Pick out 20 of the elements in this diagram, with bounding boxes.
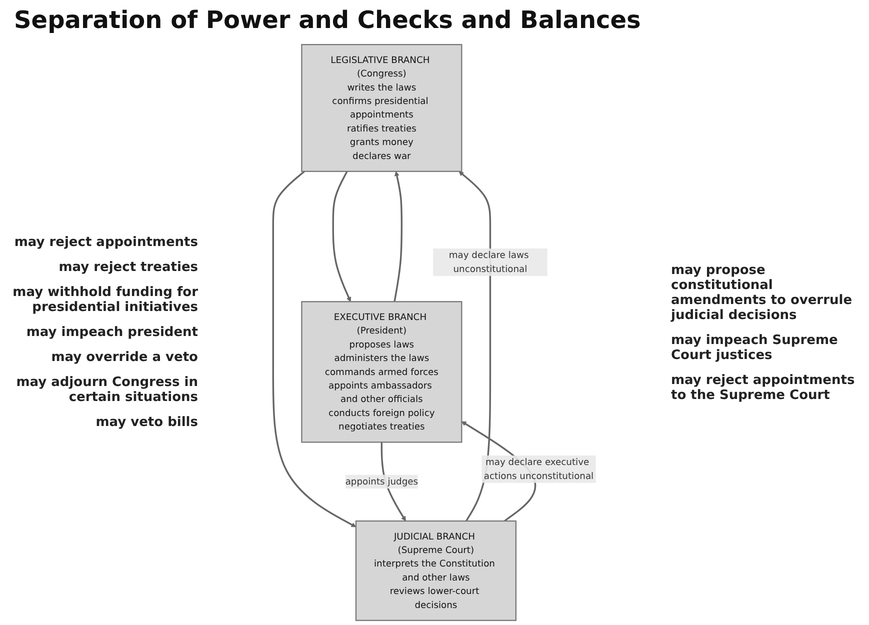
node-box: EXECUTIVE BRANCH (President) proposes laws administers the laws commands armed forces appoints ambassadors and other officials conducts foreign policy negotiates treaties xyxy=(301,301,462,443)
check-note: may reject treaties xyxy=(58,260,198,275)
check-note: may withhold funding for presidential initiatives xyxy=(12,285,198,315)
check-note: may impeach Supreme Court justices xyxy=(671,332,839,362)
node-box: LEGISLATIVE BRANCH (Congress) writes the laws confirms presidential appointments ratifies treaties grants money declares war xyxy=(301,44,462,172)
check-note: may reject appointments to the Supreme Court xyxy=(671,372,856,402)
check-note: may override a veto xyxy=(50,350,198,365)
edge-label: may declare laws unconstitutional xyxy=(448,250,529,274)
node-box: JUDICIAL BRANCH (Supreme Court) interprets the Constitution and other laws reviews lower-court decisions xyxy=(355,520,516,621)
title: Separation of Power and Checks and Balances xyxy=(13,5,642,36)
check-note: may propose constitutional amendments to overrule judicial decisions xyxy=(671,262,854,322)
edge-label: appoints judges xyxy=(345,476,418,487)
arrow xyxy=(394,171,403,302)
arrow xyxy=(332,170,352,302)
arrow xyxy=(272,170,356,528)
check-note: may reject appointments xyxy=(13,235,198,250)
check-note: may veto bills xyxy=(94,415,198,430)
edge-label: may declare executive actions unconstitutional xyxy=(484,456,594,482)
check-note: may adjourn Congress in certain situations xyxy=(15,375,198,405)
check-note: may impeach president xyxy=(25,325,198,340)
